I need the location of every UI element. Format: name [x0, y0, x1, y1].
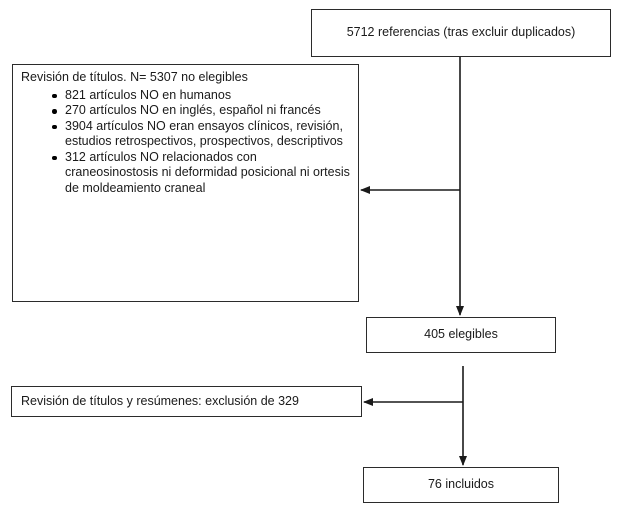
included-box: 76 incluidos — [363, 467, 559, 503]
abstract-review-box: Revisión de títulos y resúmenes: exclusi… — [11, 386, 362, 417]
exclusion-item-non-human: 821 artículos NO en humanos — [52, 88, 350, 104]
exclusion-list: 821 artículos NO en humanos 270 artículo… — [21, 88, 350, 197]
references-text: 5712 referencias (tras excluir duplicado… — [346, 25, 576, 40]
included-text: 76 incluidos — [427, 477, 494, 492]
abstract-review-text: Revisión de títulos y resúmenes: exclusi… — [21, 393, 299, 408]
references-box: 5712 referencias (tras excluir duplicado… — [311, 9, 611, 57]
eligible-box: 405 elegibles — [366, 317, 556, 353]
exclusion-item-language: 270 artículos NO en inglés, español ni f… — [52, 103, 350, 119]
exclusion-item-unrelated: 312 artículos NO relacionados con craneo… — [52, 150, 350, 197]
title-review-heading: Revisión de títulos. N= 5307 no elegible… — [21, 70, 248, 84]
title-review-box: Revisión de títulos. N= 5307 no elegible… — [12, 64, 359, 302]
eligible-text: 405 elegibles — [424, 327, 498, 342]
exclusion-item-study-type: 3904 artículos NO eran ensayos clínicos,… — [52, 119, 350, 150]
